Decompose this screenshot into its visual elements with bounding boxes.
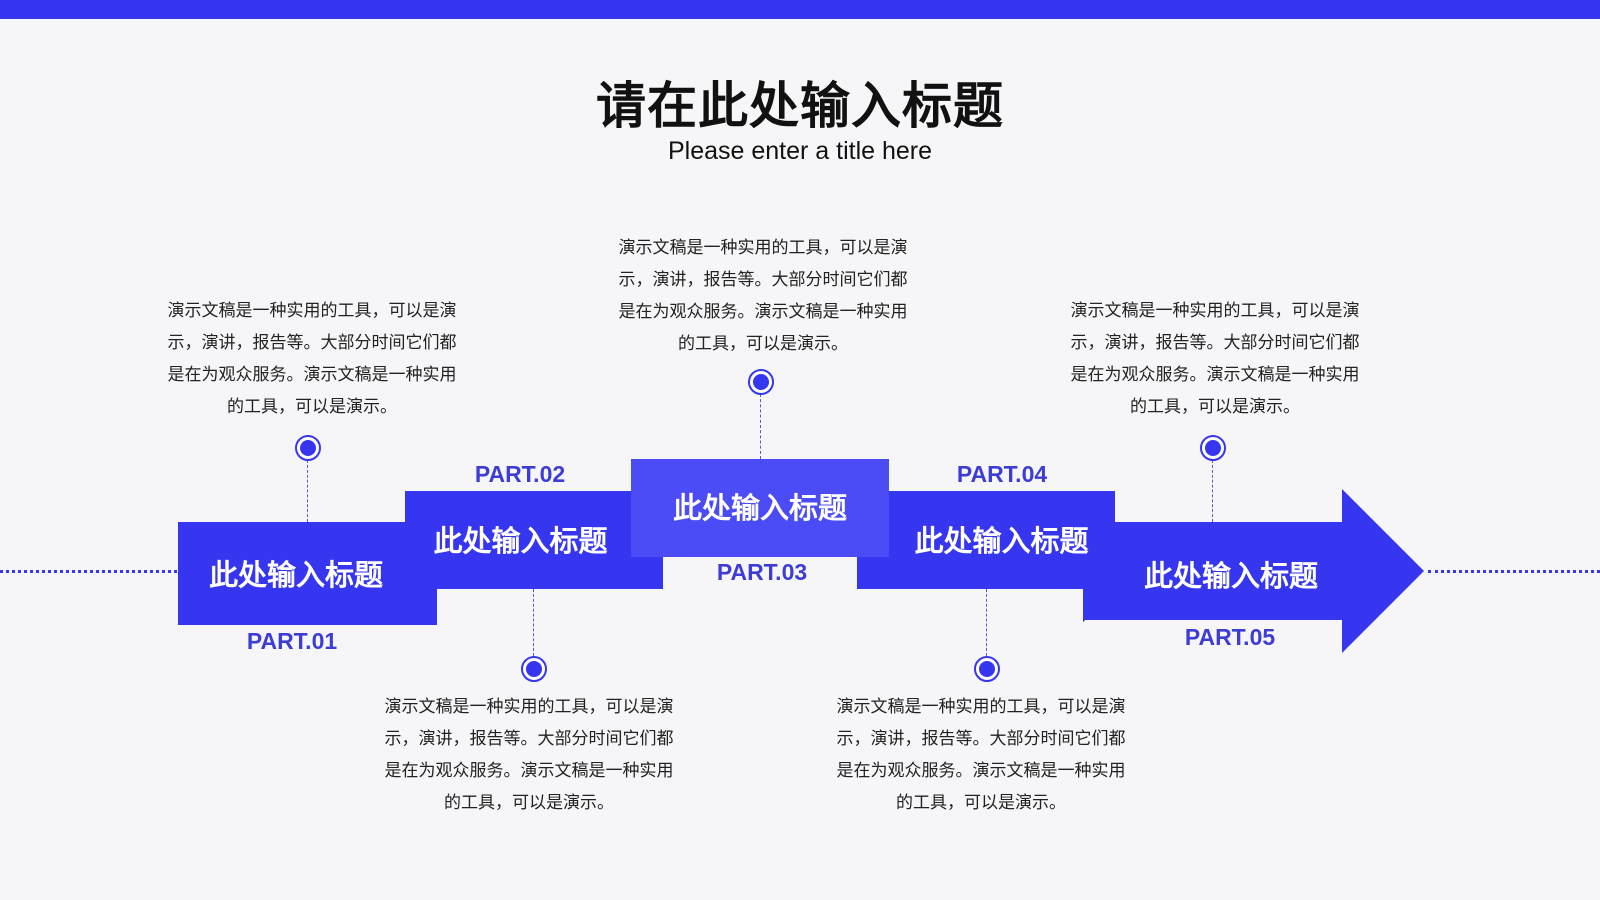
part-4-marker	[974, 656, 1000, 682]
part-5-title: 此处输入标题	[1143, 559, 1318, 593]
arrow-head-block-5	[1083, 489, 1424, 653]
part-2-description: 演示文稿是一种实用的工具，可以是演 示，演讲，报告等。大部分时间它们都 是在为观…	[384, 697, 674, 813]
part-5-number: PART.05	[1184, 624, 1276, 650]
part-3-number: PART.03	[716, 559, 808, 585]
arrow-block-3	[631, 459, 889, 557]
part-1-connector	[307, 460, 308, 522]
arrow-block-2	[405, 491, 663, 589]
part-4-description: 演示文稿是一种实用的工具，可以是演 示，演讲，报告等。大部分时间它们都 是在为观…	[836, 697, 1126, 813]
part-5-description: 演示文稿是一种实用的工具，可以是演 示，演讲，报告等。大部分时间它们都 是在为观…	[1070, 301, 1360, 417]
part-4-number: PART.04	[956, 461, 1048, 487]
arrow-block-4	[857, 491, 1115, 589]
left-dotted-line	[0, 570, 177, 573]
part-2-title: 此处输入标题	[433, 524, 608, 558]
part-4-title: 此处输入标题	[914, 524, 1089, 558]
top-accent-bar	[0, 0, 1600, 19]
part-3-description: 演示文稿是一种实用的工具，可以是演 示，演讲，报告等。大部分时间它们都 是在为观…	[618, 238, 908, 354]
part-1-description: 演示文稿是一种实用的工具，可以是演 示，演讲，报告等。大部分时间它们都 是在为观…	[167, 301, 457, 417]
part-1-title: 此处输入标题	[208, 558, 383, 592]
part-3-marker	[748, 369, 774, 395]
part-1-number: PART.01	[246, 628, 338, 654]
part-5-marker	[1200, 435, 1226, 461]
arrow-block-1	[178, 522, 437, 625]
part-1-marker	[295, 435, 321, 461]
part-2-number: PART.02	[474, 461, 566, 487]
part-2-marker	[521, 656, 547, 682]
page-title: 请在此处输入标题	[596, 77, 1004, 135]
page-subtitle: Please enter a title here	[667, 137, 933, 165]
right-dotted-line	[1428, 570, 1600, 573]
part-3-title: 此处输入标题	[672, 491, 847, 525]
part-2-connector	[533, 589, 534, 656]
part-4-connector	[986, 589, 987, 656]
part-5-connector	[1212, 460, 1213, 522]
part-3-connector	[760, 394, 761, 459]
